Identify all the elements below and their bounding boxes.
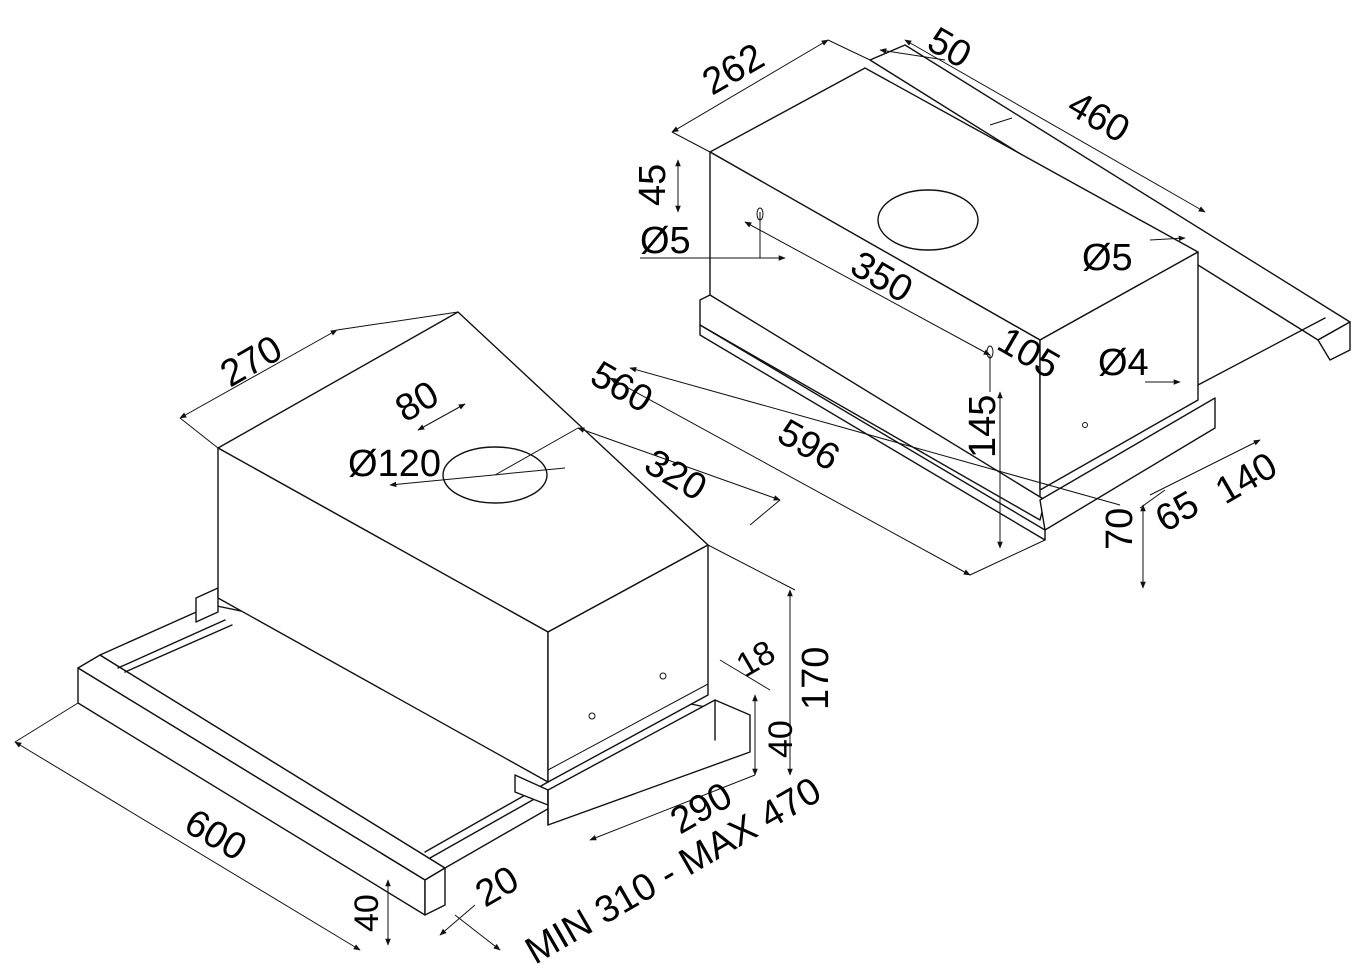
dim-dia-5-left: Ø5 [640, 220, 691, 262]
dim-dia-120: Ø120 [348, 443, 441, 485]
dim-70: 70 [1099, 508, 1141, 550]
dim-596: 596 [771, 411, 847, 479]
dim-145: 145 [962, 395, 1004, 458]
dim-600: 600 [178, 801, 254, 869]
hood-lower-box [547, 699, 751, 826]
dim-170: 170 [795, 647, 837, 710]
dim-262: 262 [696, 36, 772, 104]
dim-560: 560 [584, 353, 660, 421]
dim-40b: 40 [348, 894, 386, 932]
dim-dia-5-right: Ø5 [1082, 237, 1133, 279]
left-hood-view: 270 80 Ø120 320 170 18 40 290 600 40 20 … [14, 311, 837, 973]
dim-40a: 40 [762, 720, 800, 758]
right-hood-view: 262 50 460 45 Ø5 Ø5 350 105 Ø4 560 596 1… [584, 19, 1351, 589]
dim-dia-4: Ø4 [1098, 342, 1149, 384]
slide-tray [99, 587, 721, 869]
dim-45: 45 [632, 164, 674, 206]
dim-18: 18 [730, 633, 782, 685]
dim-270: 270 [214, 328, 290, 396]
dim-20: 20 [469, 858, 527, 916]
dim-140: 140 [1209, 445, 1285, 513]
dim-460: 460 [1061, 83, 1137, 151]
